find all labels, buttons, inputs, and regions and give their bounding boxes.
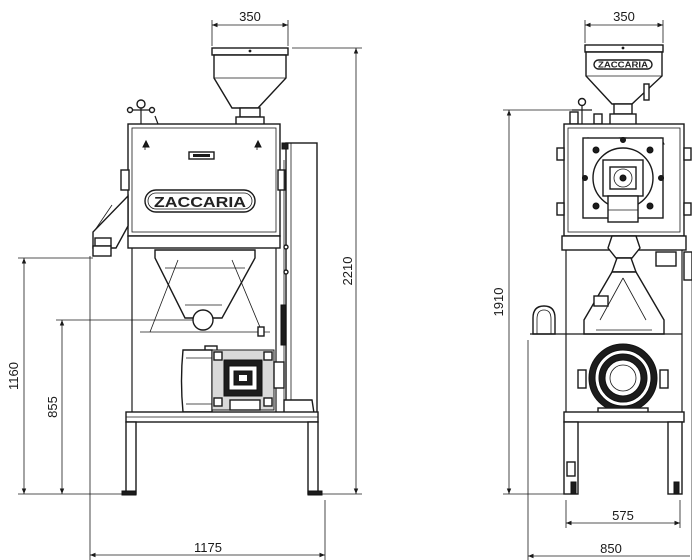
front-main-body: ZACCARIA bbox=[120, 123, 286, 237]
side-valve-handle bbox=[569, 97, 603, 125]
side-brand-label: ZACCARIA bbox=[598, 61, 648, 70]
front-center-height-label: 855 bbox=[45, 396, 60, 418]
side-base-width-label: 575 bbox=[612, 508, 634, 523]
side-base-frame bbox=[563, 411, 685, 495]
front-dimensions: 350 2210 1160 855 1175 bbox=[6, 9, 362, 560]
front-side-column bbox=[280, 142, 318, 414]
front-view: ZACCARIA bbox=[6, 9, 362, 560]
front-total-width-label: 1175 bbox=[194, 540, 222, 555]
front-motor bbox=[180, 345, 315, 414]
front-hopper-width-label: 350 bbox=[239, 9, 261, 24]
side-hopper-width-label: 350 bbox=[613, 9, 635, 24]
side-dimensions: 350 1910 575 850 bbox=[491, 9, 692, 560]
front-base-frame bbox=[121, 411, 323, 496]
front-outlet-chute bbox=[92, 194, 129, 257]
side-total-width-label: 850 bbox=[600, 541, 622, 556]
side-hopper: ZACCARIA bbox=[584, 44, 664, 126]
side-lower-frame bbox=[561, 235, 692, 412]
side-view: ZACCARIA bbox=[491, 9, 692, 560]
side-motor bbox=[577, 343, 669, 415]
front-total-height-label: 2210 bbox=[340, 257, 355, 286]
front-hopper bbox=[211, 47, 289, 126]
front-lower-frame bbox=[127, 235, 281, 412]
side-handle bbox=[530, 305, 566, 335]
side-height-label: 1910 bbox=[491, 288, 506, 317]
front-outlet-height-label: 1160 bbox=[6, 362, 21, 390]
side-rotor-housing bbox=[582, 137, 664, 223]
front-valve-handle bbox=[126, 99, 159, 125]
front-brand-label: ZACCARIA bbox=[154, 194, 246, 211]
